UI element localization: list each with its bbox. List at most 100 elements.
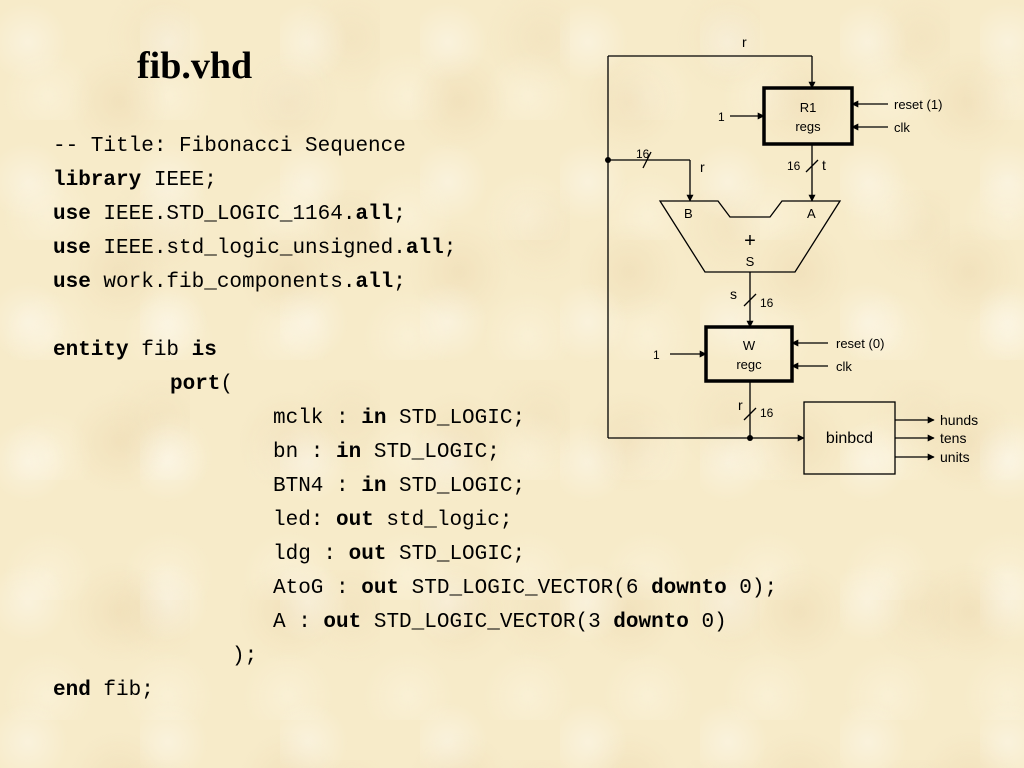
bus-width-16-bottom: 16: [760, 406, 774, 420]
register-r1-box: [762, 86, 854, 146]
code-line-comment: -- Title: Fibonacci Sequence: [53, 130, 406, 164]
binbcd-label: binbcd: [826, 430, 873, 447]
keyword-out: out: [348, 543, 387, 566]
keyword-is: is: [191, 339, 217, 362]
code-text: mclk :: [273, 407, 362, 430]
label-s: s: [730, 286, 737, 302]
keyword-all: all: [355, 203, 394, 226]
code-line-port: port(: [170, 368, 233, 402]
bus-r-to-adder-b: [608, 151, 694, 202]
code-text: );: [232, 645, 258, 668]
code-text: STD_LOGIC;: [386, 407, 526, 430]
keyword-all: all: [355, 271, 394, 294]
keyword-downto: downto: [651, 577, 727, 600]
keyword-use: use: [53, 271, 91, 294]
slide-title: fib.vhd: [137, 45, 253, 87]
r1-input-wires: [730, 100, 888, 131]
code-text: std_logic;: [373, 509, 513, 532]
register-r1-type: regs: [795, 119, 821, 134]
keyword-entity: entity: [53, 339, 129, 362]
keyword-out: out: [323, 611, 362, 634]
register-w-type: regc: [736, 357, 762, 372]
code-line-end: end fib;: [53, 674, 154, 708]
adder-plus-symbol: +: [744, 230, 756, 252]
keyword-use: use: [53, 203, 91, 226]
adder-shape: [658, 200, 842, 273]
feedback-wire-r: [607, 55, 816, 438]
code-text: ;: [393, 203, 406, 226]
keyword-out: out: [336, 509, 374, 532]
code-line-use-components: use work.fib_components.all;: [53, 266, 406, 300]
adder-output-s: S: [746, 254, 755, 269]
w-input-wires: [670, 339, 828, 370]
code-text: 0): [688, 611, 727, 634]
label-r-bottom: r: [738, 397, 743, 413]
code-line-use-unsigned: use IEEE.std_logic_unsigned.all;: [53, 232, 456, 266]
r1-reset-label: reset (1): [894, 97, 942, 112]
keyword-use: use: [53, 237, 91, 260]
label-r-top: r: [742, 34, 747, 50]
code-line-led: led: out std_logic;: [273, 504, 512, 538]
r1-load-input: 1: [718, 110, 725, 124]
keyword-all: all: [405, 237, 444, 260]
adder-input-b: B: [684, 206, 693, 221]
keyword-in: in: [336, 441, 362, 464]
bus-width-16-t: 16: [787, 159, 801, 173]
code-line-library: library IEEE;: [53, 164, 217, 198]
r1-clk-label: clk: [894, 120, 910, 135]
register-r1-name: R1: [800, 100, 817, 115]
bus-s-to-w: [743, 272, 757, 328]
code-text: STD_LOGIC_VECTOR(6: [399, 577, 652, 600]
bus-width-16-left: 16: [636, 147, 650, 161]
register-w-name: W: [743, 338, 756, 353]
keyword-end: end: [53, 679, 91, 702]
bus-width-16-s: 16: [760, 296, 774, 310]
keyword-library: library: [53, 169, 142, 192]
register-w-box: [704, 325, 794, 383]
code-text: fib;: [90, 679, 154, 702]
binbcd-output-arrows: [895, 416, 935, 461]
code-text: fib: [128, 339, 192, 362]
bus-r-to-binbcd: [608, 381, 805, 442]
code-text: (: [220, 373, 234, 396]
code-line-atog: AtoG : out STD_LOGIC_VECTOR(6 downto 0);: [273, 572, 777, 606]
code-text: AtoG :: [273, 577, 362, 600]
code-line-a: A : out STD_LOGIC_VECTOR(3 downto 0): [273, 606, 727, 640]
code-text: IEEE;: [141, 169, 217, 192]
keyword-port: port: [170, 373, 221, 396]
code-text: ldg :: [273, 543, 349, 566]
output-tens: tens: [940, 430, 966, 446]
code-text: STD_LOGIC;: [386, 475, 526, 498]
bus-t-to-adder-a: [805, 144, 819, 202]
code-line-use-1164: use IEEE.STD_LOGIC_1164.all;: [53, 198, 406, 232]
code-text: STD_LOGIC;: [361, 441, 500, 464]
code-text: IEEE.STD_LOGIC_1164.: [90, 203, 356, 226]
code-text: A :: [273, 611, 324, 634]
code-text: ;: [393, 271, 406, 294]
w-reset-label: reset (0): [836, 336, 884, 351]
code-text: led:: [273, 509, 337, 532]
junction-dot-bottom: [747, 435, 753, 441]
w-load-input: 1: [653, 348, 660, 362]
code-line-bn: bn : in STD_LOGIC;: [273, 436, 500, 470]
code-text: 0);: [726, 577, 778, 600]
keyword-out: out: [361, 577, 400, 600]
code-text: work.fib_components.: [90, 271, 356, 294]
output-units: units: [940, 449, 970, 465]
code-comment: -- Title: Fibonacci Sequence: [53, 135, 406, 158]
output-hunds: hunds: [940, 412, 978, 428]
adder-input-a: A: [807, 206, 816, 221]
keyword-in: in: [361, 407, 387, 430]
code-text: IEEE.std_logic_unsigned.: [90, 237, 406, 260]
code-text: bn :: [273, 441, 337, 464]
label-r-left: r: [700, 159, 705, 175]
code-line-entity: entity fib is: [53, 334, 217, 368]
label-t: t: [822, 157, 826, 173]
code-line-ldg: ldg : out STD_LOGIC;: [273, 538, 525, 572]
code-text: STD_LOGIC;: [386, 543, 526, 566]
code-text: ;: [443, 237, 457, 260]
code-line-btn4: BTN4 : in STD_LOGIC;: [273, 470, 525, 504]
code-line-mclk: mclk : in STD_LOGIC;: [273, 402, 525, 436]
code-line-close-port: );: [232, 640, 257, 674]
